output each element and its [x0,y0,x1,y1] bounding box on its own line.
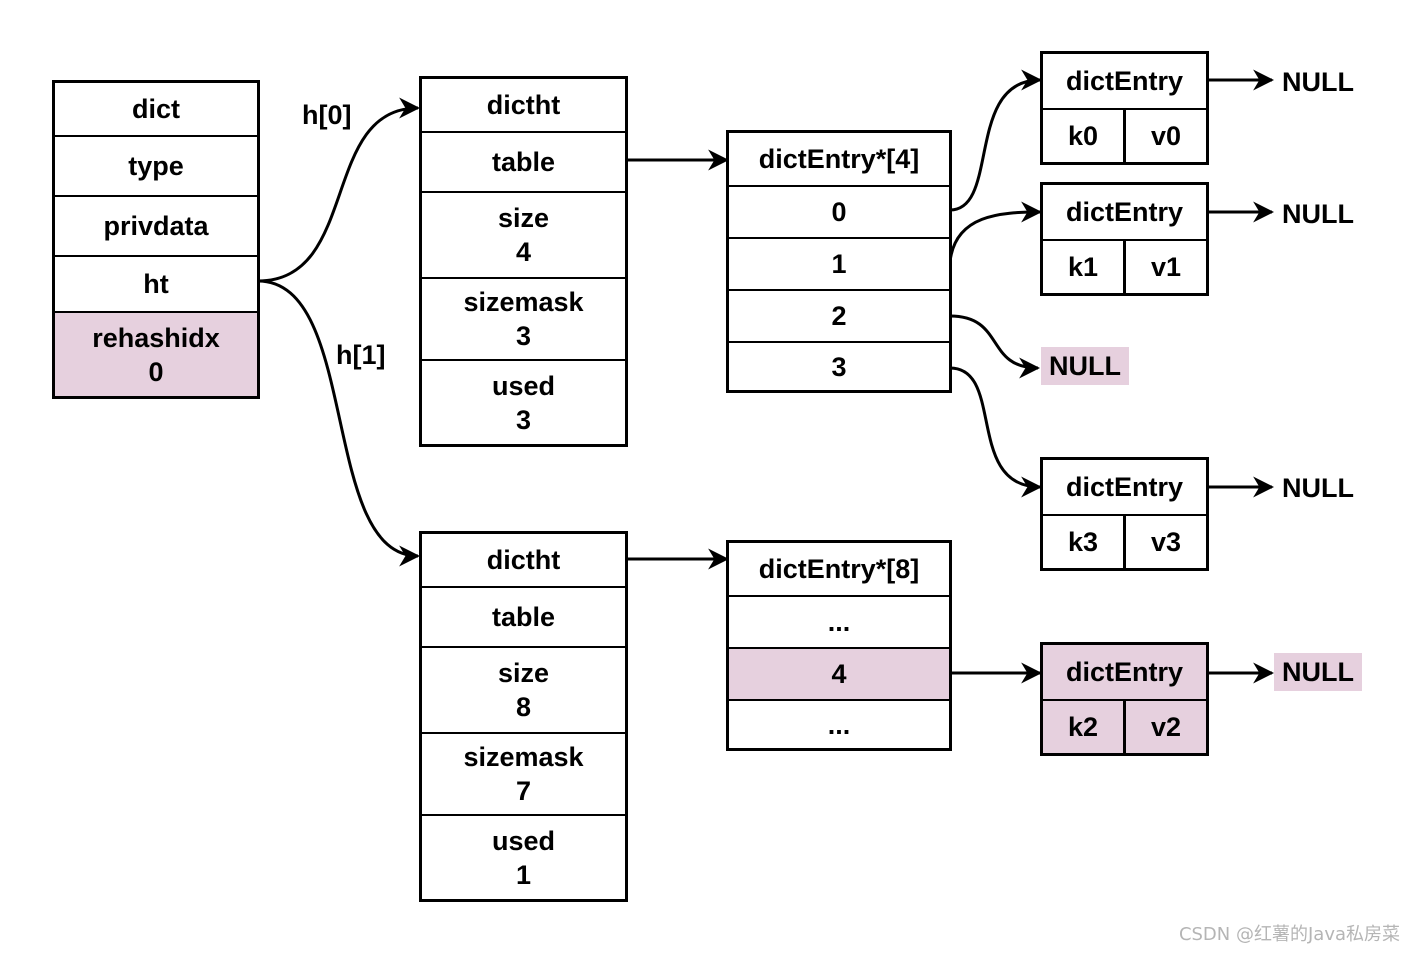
dictht-1: dictht table size 8 sizemask 7 used 1 [419,531,628,902]
sizemask-label: sizemask [463,742,584,772]
used-value: 1 [515,859,532,890]
entry-value: v2 [1123,701,1206,753]
entry-key: k3 [1067,526,1099,557]
null-label-entry-k3: NULL [1282,473,1354,503]
dict-entry-title: dictEntry [1043,54,1206,110]
sizemask-value: 7 [515,776,532,806]
arrow-slot0-to-entry0 [949,69,1043,212]
used-label: used [491,825,556,856]
entry-value: v1 [1123,241,1206,293]
dict-field-type: type [55,137,257,197]
dict-field-ht: ht [55,257,257,313]
dictht-1-table: table [422,588,625,648]
bucket-array-4-title: dictEntry*[4] [729,133,949,187]
dict-title: dict [55,83,257,137]
size-label: size [497,658,550,688]
bucket-slot-4: 4 [729,649,949,701]
dict-entry-title: dictEntry [1043,645,1206,701]
bucket-slot-0: 0 [729,187,949,239]
dictht-0-sizemask: sizemask 3 [422,279,625,361]
bucket-slot-ellipsis-top: ... [729,597,949,649]
dictht-0-used: used 3 [422,361,625,444]
arrow-slot3-to-entry3 [949,366,1043,498]
null-label-slot-2: NULL [1041,347,1129,385]
rehashidx-value: 0 [148,356,164,387]
bucket-slot-ellipsis-bottom: ... [827,709,851,740]
entry-key: k1 [1067,251,1099,282]
null-label-entry-k1: NULL [1282,199,1354,229]
dict-entry-k2: dictEntry k2 v2 [1040,642,1209,756]
bucket-array-8-title: dictEntry*[8] [729,543,949,597]
dict-entry-title: dictEntry [1043,460,1206,516]
null-label-entry-k2: NULL [1274,653,1362,691]
entry-value: v0 [1123,110,1206,162]
used-label: used [491,370,556,401]
dict-field-privdata: privdata [55,197,257,257]
dict-field-rehashidx: rehashidx 0 [55,313,257,396]
bucket-array-4: dictEntry*[4] 0 1 2 3 [726,130,952,393]
entry-key: k2 [1067,711,1099,742]
size-value: 8 [515,692,532,722]
arrow-slot2-to-null [949,314,1041,379]
rehashidx-label: rehashidx [92,322,220,353]
dict-struct: dict type privdata ht rehashidx 0 [52,80,260,399]
dictht-0: dictht table size 4 sizemask 3 used 3 [419,76,628,447]
pointer-label-h1: h[1] [336,340,386,370]
dictht-1-used: used 1 [422,816,625,899]
dictht-1-title: dictht [422,534,625,588]
entry-key: k0 [1067,120,1099,151]
dict-entry-k3: dictEntry k3 v3 [1040,457,1209,571]
dict-entry-k0: dictEntry k0 v0 [1040,51,1209,165]
dict-entry-title: dictEntry [1043,185,1206,241]
dictht-0-size: size 4 [422,193,625,279]
size-label: size [497,203,550,233]
arrow-slot1-to-entry1 [948,201,1043,263]
dict-entry-k1: dictEntry k1 v1 [1040,182,1209,296]
dictht-1-sizemask: sizemask 7 [422,734,625,816]
pointer-label-h0: h[0] [302,100,352,130]
bucket-slot-1: 1 [729,239,949,291]
dictht-0-title: dictht [422,79,625,133]
dictht-1-size: size 8 [422,648,625,734]
dictht-0-table: table [422,133,625,193]
watermark: CSDN @红薯的Java私房菜 [1178,924,1400,945]
sizemask-label: sizemask [463,287,584,317]
used-value: 3 [515,404,532,435]
size-value: 4 [515,237,532,267]
bucket-slot-2: 2 [729,291,949,343]
sizemask-value: 3 [515,321,532,351]
bucket-slot-3: 3 [831,351,847,382]
bucket-array-8: dictEntry*[8] ... 4 ... [726,540,952,751]
arrow-ht-to-h0 [257,97,421,283]
null-label-entry-k0: NULL [1282,67,1354,97]
entry-value: v3 [1123,516,1206,568]
arrow-ht-to-h1 [257,279,421,567]
